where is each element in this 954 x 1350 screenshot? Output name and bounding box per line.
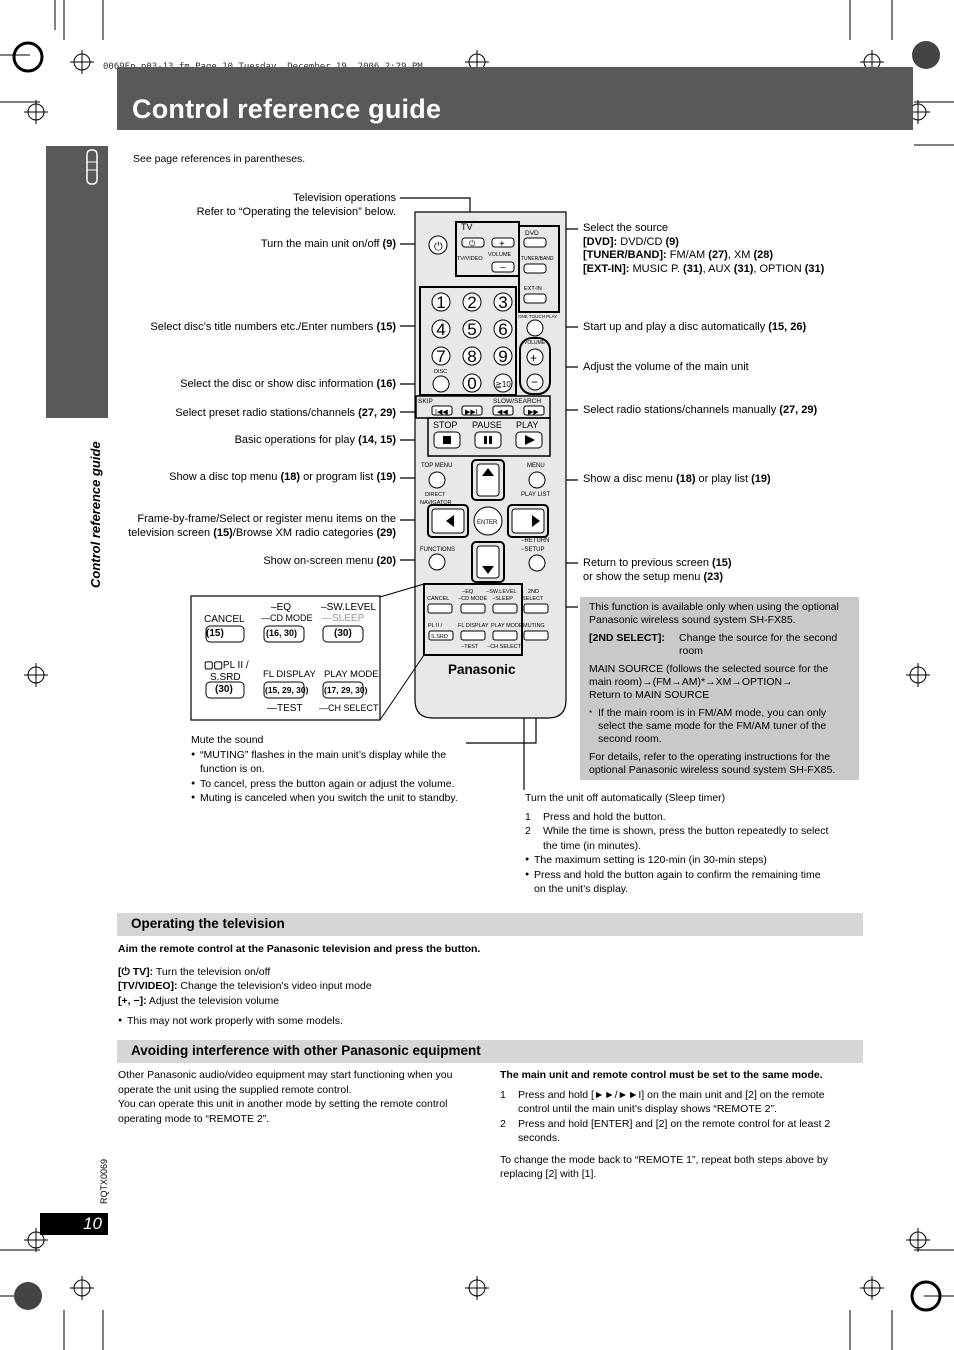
svg-text:−RETURN: −RETURN [521, 538, 550, 544]
svg-text:S.SRD: S.SRD [431, 634, 448, 640]
svg-text:CANCEL: CANCEL [427, 596, 449, 602]
title-bar [117, 67, 913, 130]
second-select-text: This function is available only when usi… [589, 601, 839, 776]
operating-tv-body: Aim the remote control at the Panasonic … [118, 942, 858, 1029]
svg-text:DVD: DVD [525, 230, 539, 237]
callout-preset: Select preset radio stations/channels (2… [175, 407, 396, 419]
svg-text:−EQ: −EQ [462, 589, 474, 595]
svg-text:2: 2 [467, 293, 476, 312]
svg-text:MENU: MENU [527, 463, 545, 469]
svg-text:TOP MENU: TOP MENU [421, 463, 452, 469]
callout-onscreen: Show on-screen menu (20) [263, 555, 396, 567]
svg-text:DISC: DISC [434, 369, 447, 375]
svg-text:ONE TOUCH PLAY: ONE TOUCH PLAY [518, 314, 557, 319]
svg-text:7: 7 [436, 347, 445, 366]
svg-text:▶▶I: ▶▶I [465, 409, 478, 416]
callout-source: Select the source [DVD]: DVD/CD (9) [TUN… [583, 222, 825, 275]
svg-text:SKIP: SKIP [418, 398, 433, 405]
svg-text:FL DISPLAY: FL DISPLAY [458, 623, 489, 629]
svg-text:4: 4 [436, 320, 445, 339]
svg-text:EXT-IN: EXT-IN [524, 286, 542, 292]
svg-text:PAUSE: PAUSE [472, 420, 502, 430]
callout-basic: Basic operations for play (14, 15) [234, 434, 396, 446]
svg-text:I◀◀: I◀◀ [435, 409, 448, 416]
mute-section: Mute the sound “MUTING” flashes in the m… [191, 733, 491, 806]
remote-pictogram-icon [86, 149, 98, 185]
svg-text:1: 1 [436, 293, 445, 312]
callout-manual: Select radio stations/channels manually … [583, 404, 818, 416]
svg-text:−SLEEP: −SLEEP [492, 596, 513, 602]
svg-text:▶▶: ▶▶ [528, 409, 539, 416]
svg-text:2ND: 2ND [528, 589, 539, 595]
callout-return: Return to previous screen (15) or show t… [583, 557, 732, 583]
page-number: 10 [40, 1213, 108, 1235]
svg-text:−: − [531, 375, 538, 389]
svg-text:ENTER: ENTER [477, 520, 498, 526]
svg-text:5: 5 [467, 320, 476, 339]
callout-numbers: Select disc’s title numbers etc./Enter n… [150, 321, 396, 333]
svg-text:6: 6 [498, 320, 507, 339]
svg-text:PL II /: PL II / [428, 623, 443, 629]
svg-text:−SETUP: −SETUP [521, 547, 545, 553]
interference-heading-bar: Avoiding interference with other Panason… [117, 1040, 863, 1063]
interference-left: Other Panasonic audio/video equipment ma… [118, 1069, 453, 1125]
svg-text:−SW.LEVEL: −SW.LEVEL [486, 589, 516, 595]
svg-text:9: 9 [498, 347, 507, 366]
svg-text:TV/VIDEO: TV/VIDEO [457, 256, 483, 262]
intro-text: See page references in parentheses. [133, 153, 306, 165]
svg-text:−TEST: −TEST [461, 644, 479, 650]
svg-text:TUNER/BAND: TUNER/BAND [521, 256, 554, 262]
svg-text:STOP: STOP [433, 420, 457, 430]
operating-tv-heading: Operating the television [131, 916, 285, 931]
svg-text:◀◀: ◀◀ [497, 409, 508, 416]
svg-text:+: + [499, 239, 505, 250]
side-tab [46, 146, 108, 418]
callout-disc: Select the disc or show disc information… [180, 378, 396, 390]
callout-tv-ops: Television operations Refer to “Operatin… [196, 192, 396, 218]
svg-text:+: + [530, 351, 537, 365]
callout-volume: Adjust the volume of the main unit [583, 361, 749, 373]
svg-text:PLAY MODE: PLAY MODE [491, 623, 523, 629]
callout-power: Turn the main unit on/off (9) [260, 238, 396, 250]
svg-text:VOLUME: VOLUME [524, 340, 546, 346]
doc-code: RQTX0069 [99, 1158, 109, 1204]
svg-text:DIRECT: DIRECT [425, 492, 446, 498]
svg-text:0: 0 [467, 374, 476, 393]
callout-menu: Show a disc menu (18) or play list (19) [583, 473, 771, 485]
svg-text:⏻: ⏻ [434, 241, 443, 253]
svg-text:SELECT: SELECT [522, 596, 544, 602]
svg-text:3: 3 [498, 293, 507, 312]
svg-text:FUNCTIONS: FUNCTIONS [420, 547, 455, 553]
operating-tv-heading-bar: Operating the television [117, 913, 863, 936]
zoom-box-labels: CANCEL (15) –EQ —CD MODE (16, 30) –SW.LE… [204, 602, 379, 714]
sleep-section: Turn the unit off automatically (Sleep t… [525, 791, 855, 897]
page-title: Control reference guide [132, 94, 442, 124]
svg-text:−CD MODE: −CD MODE [458, 596, 488, 602]
svg-text:SLOW/SEARCH: SLOW/SEARCH [493, 398, 541, 405]
interference-heading: Avoiding interference with other Panason… [131, 1043, 481, 1058]
callout-frame: Frame-by-frame/Select or register menu i… [128, 513, 396, 539]
svg-text:VOLUME: VOLUME [488, 252, 512, 258]
svg-text:⏻: ⏻ [469, 239, 476, 248]
callout-one-touch: Start up and play a disc automatically (… [583, 321, 807, 333]
svg-text:≧10: ≧10 [495, 380, 511, 389]
svg-text:−: − [500, 263, 506, 274]
svg-text:Panasonic: Panasonic [448, 662, 516, 677]
interference-right: The main unit and remote control must be… [500, 1069, 831, 1180]
svg-text:PLAY: PLAY [516, 420, 538, 430]
second-select-box [580, 597, 859, 780]
svg-text:MUTING: MUTING [523, 623, 545, 629]
svg-text:PLAY LIST: PLAY LIST [521, 492, 550, 498]
svg-text:8: 8 [467, 347, 476, 366]
svg-text:−CH SELECT: −CH SELECT [487, 644, 522, 650]
svg-text:NAVIGATOR: NAVIGATOR [420, 500, 452, 506]
tv-label: TV [461, 222, 473, 232]
callout-top-menu: Show a disc top menu (18) or program lis… [169, 471, 396, 483]
